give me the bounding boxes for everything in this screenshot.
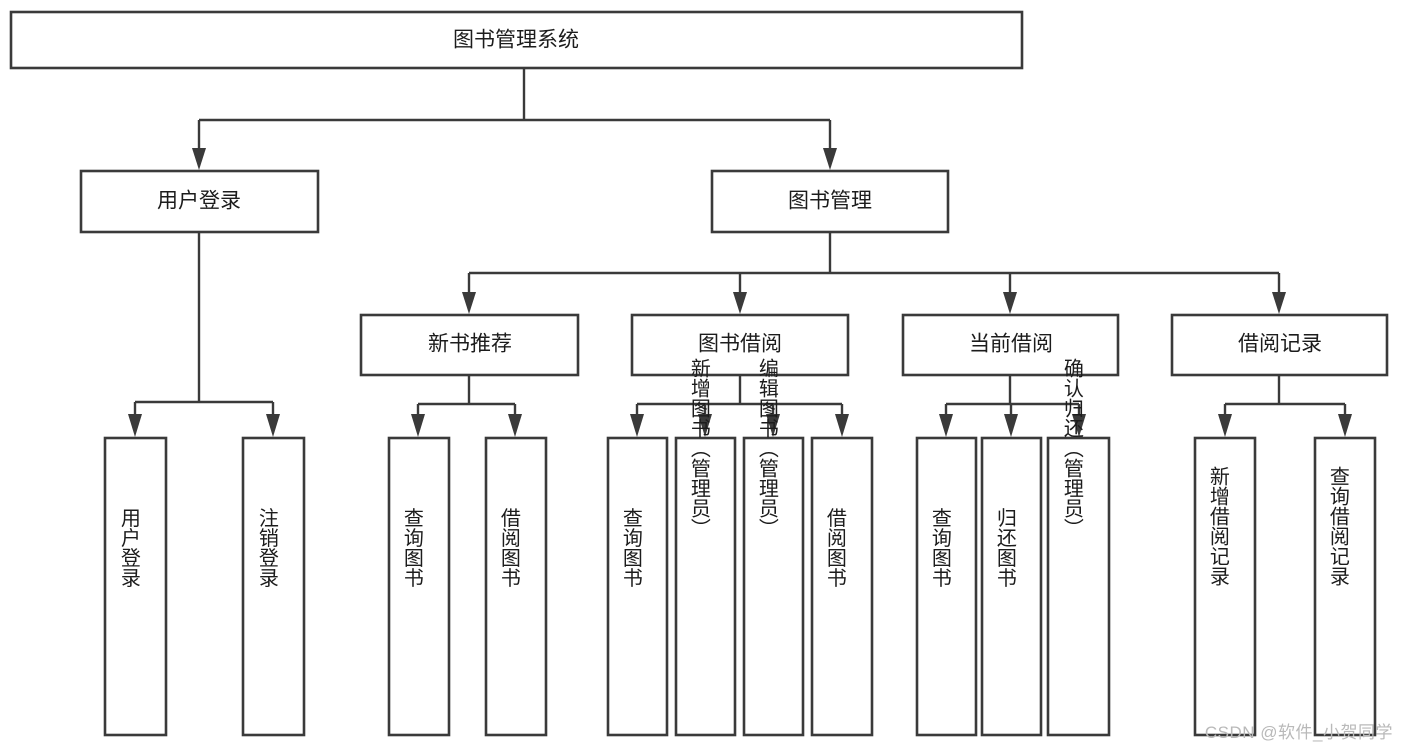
- node-root-system[interactable]: 图书管理系统: [9, 10, 1024, 70]
- leaf-book-borrow-1-box: [674, 436, 737, 737]
- arrow-current-borrow-leaf-2: [1072, 414, 1086, 437]
- node-current-borrow[interactable]: 当前借阅: [901, 313, 1120, 377]
- leaf-borrow-record-0-box: [1193, 436, 1257, 737]
- node-root-box: [9, 10, 1024, 70]
- leaf-book-borrow-0[interactable]: 查询图书: [606, 436, 669, 737]
- leaf-current-borrow-1[interactable]: 归还图书: [980, 436, 1043, 737]
- node-user-login[interactable]: 用户登录: [79, 169, 320, 234]
- arrow-book-borrow-leaf-0: [630, 414, 644, 437]
- leaf-book-borrow-0-label: 查询图书: [619, 507, 642, 587]
- leaf-borrow-record-1-label: 查询借阅记录: [1326, 466, 1349, 586]
- leaf-book-borrow-0-box: [606, 436, 669, 737]
- leaf-book-borrow-1[interactable]: 新增图书（管理员）: [674, 358, 737, 737]
- leaf-new-book-1[interactable]: 借阅图书: [484, 436, 548, 737]
- leaf-current-borrow-2-label: 确认归还（管理员）: [1060, 358, 1083, 538]
- leaf-current-borrow-0-label: 查询图书: [928, 507, 951, 587]
- arrow-user-login-leaf-1: [266, 414, 280, 437]
- leaf-new-book-0-label: 查询图书: [400, 507, 423, 587]
- arrow-book-borrow-leaf-1: [698, 414, 712, 437]
- leaf-current-borrow-1-label: 归还图书: [993, 507, 1016, 587]
- leaf-new-book-0[interactable]: 查询图书: [387, 436, 451, 737]
- leaf-borrow-record-0-label: 新增借阅记录: [1206, 466, 1229, 586]
- arrow-book-mgmt-to-borrow-record: [1272, 292, 1286, 314]
- arrow-current-borrow-leaf-0: [939, 414, 953, 437]
- leaf-user-login-1-label: 注销登录: [255, 507, 278, 587]
- node-borrow-record-label: 借阅记录: [1238, 333, 1322, 356]
- leaf-book-borrow-1-label: 新增图书（管理员）: [687, 358, 710, 538]
- leaf-user-login-0-box: [103, 436, 168, 737]
- node-root-label: 图书管理系统: [453, 29, 579, 52]
- leaf-borrow-record-1-box: [1313, 436, 1377, 737]
- node-borrow-record[interactable]: 借阅记录: [1170, 313, 1389, 377]
- leaf-current-borrow-2-box: [1046, 436, 1111, 737]
- leaf-current-borrow-2[interactable]: 确认归还（管理员）: [1046, 358, 1111, 737]
- node-book-management-label: 图书管理: [788, 190, 872, 213]
- node-new-book-recommend-label: 新书推荐: [428, 333, 512, 356]
- arrow-new-book-leaf-1: [508, 414, 522, 437]
- arrow-new-book-leaf-0: [411, 414, 425, 437]
- arrow-book-mgmt-to-current-borrow: [1003, 292, 1017, 314]
- leaf-book-borrow-2-box: [742, 436, 805, 737]
- node-book-management[interactable]: 图书管理: [710, 169, 950, 234]
- node-book-borrow-label: 图书借阅: [698, 333, 782, 356]
- arrow-root-to-book-mgmt: [823, 148, 837, 170]
- leaf-current-borrow-1-box: [980, 436, 1043, 737]
- leaf-new-book-1-label: 借阅图书: [497, 507, 520, 587]
- node-new-book-recommend[interactable]: 新书推荐: [359, 313, 580, 377]
- leaf-book-borrow-3-box: [810, 436, 874, 737]
- leaf-user-login-1-box: [241, 436, 306, 737]
- leaf-current-borrow-0[interactable]: 查询图书: [915, 436, 978, 737]
- leaf-new-book-0-box: [387, 436, 451, 737]
- leaf-book-borrow-3[interactable]: 借阅图书: [810, 436, 874, 737]
- leaf-borrow-record-0[interactable]: 新增借阅记录: [1193, 436, 1257, 737]
- arrow-book-mgmt-to-new-book: [462, 292, 476, 314]
- node-user-login-label: 用户登录: [157, 190, 241, 213]
- arrow-borrow-record-leaf-0: [1218, 414, 1232, 437]
- leaf-user-login-1[interactable]: 注销登录: [241, 436, 306, 737]
- leaf-book-borrow-2-label: 编辑图书（管理员）: [755, 358, 778, 538]
- arrow-root-to-user-login: [192, 148, 206, 170]
- leaf-user-login-0-label: 用户登录: [117, 508, 140, 588]
- node-book-management-box: [710, 169, 950, 234]
- leaf-borrow-record-1[interactable]: 查询借阅记录: [1313, 436, 1377, 737]
- leaf-new-book-1-box: [484, 436, 548, 737]
- arrow-book-mgmt-to-book-borrow: [733, 292, 747, 314]
- node-current-borrow-box: [901, 313, 1120, 377]
- arrow-current-borrow-leaf-1: [1004, 414, 1018, 437]
- node-book-borrow[interactable]: 图书借阅: [630, 313, 850, 377]
- leaf-book-borrow-2[interactable]: 编辑图书（管理员）: [742, 358, 805, 737]
- node-user-login-box: [79, 169, 320, 234]
- node-current-borrow-label: 当前借阅: [969, 333, 1053, 356]
- arrow-user-login-leaf-0: [128, 414, 142, 437]
- node-book-borrow-box: [630, 313, 850, 377]
- connector-layer: [128, 68, 1352, 437]
- leaf-user-login-0[interactable]: 用户登录: [103, 436, 168, 737]
- arrow-book-borrow-leaf-2: [766, 414, 780, 437]
- leaf-book-borrow-3-label: 借阅图书: [823, 507, 846, 587]
- leaf-current-borrow-0-box: [915, 436, 978, 737]
- node-new-book-recommend-box: [359, 313, 580, 377]
- node-borrow-record-box: [1170, 313, 1389, 377]
- arrow-book-borrow-leaf-3: [835, 414, 849, 437]
- arrow-borrow-record-leaf-1: [1338, 414, 1352, 437]
